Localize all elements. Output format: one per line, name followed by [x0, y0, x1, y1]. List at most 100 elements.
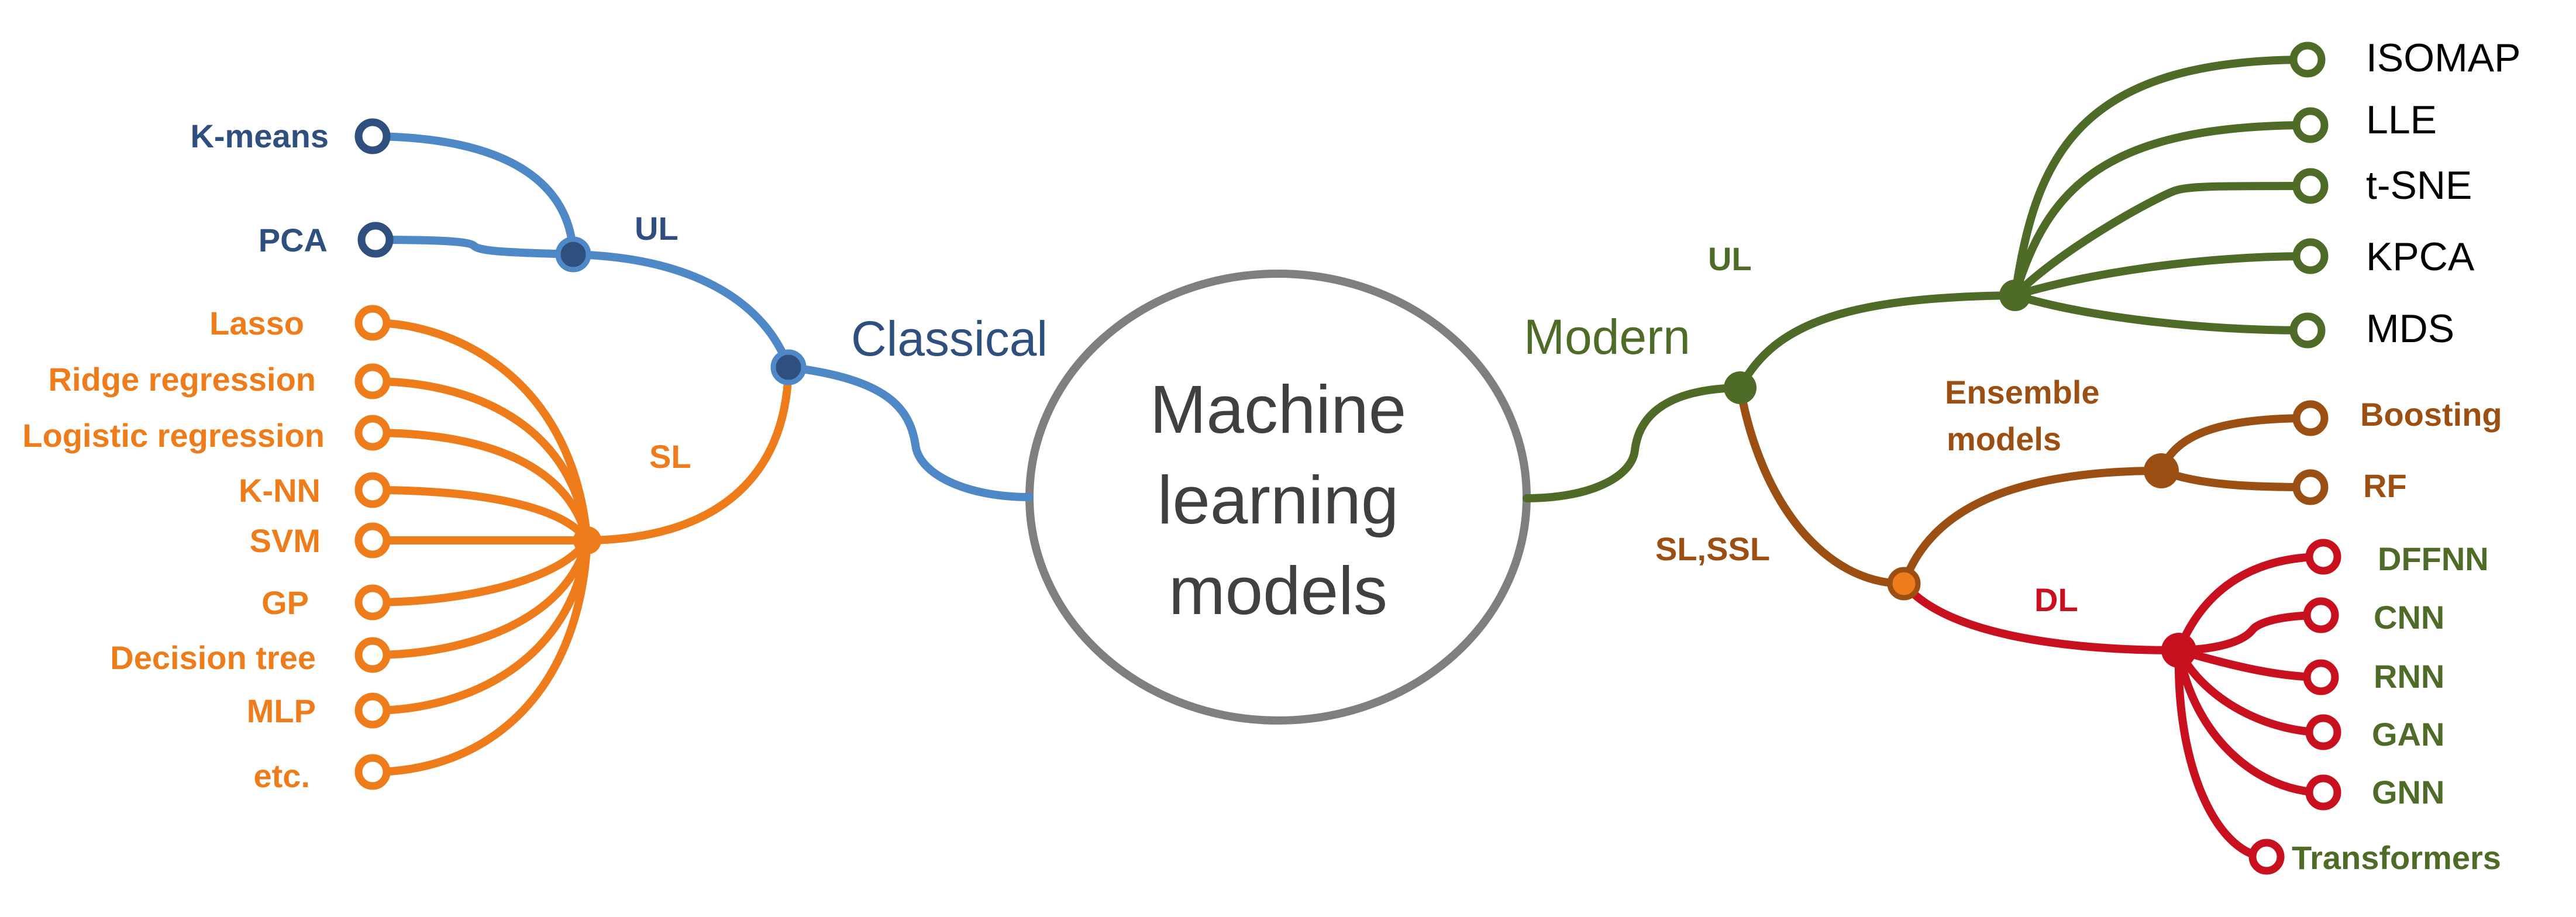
gnn-edge — [2175, 646, 2327, 797]
mlp-node — [354, 692, 391, 729]
modern-ul-leaf-nodes — [2289, 42, 2329, 349]
modern-branch — [1523, 56, 2327, 861]
rf-label: RF — [2363, 467, 2407, 504]
gan-node — [2305, 714, 2341, 750]
classical-branch — [369, 132, 1034, 776]
dffnn-edge — [2175, 553, 2327, 654]
slssl-dl-edge — [1900, 580, 2183, 654]
transformers-label: Transformers — [2292, 839, 2501, 876]
transformers-edge — [2174, 646, 2271, 861]
dl-leaf-nodes — [2248, 539, 2341, 875]
logistic-node — [354, 415, 391, 451]
decision-tree-label: Decision tree — [110, 639, 316, 676]
logistic-edge — [369, 429, 591, 544]
pca-label: PCA — [259, 222, 328, 258]
pca-node — [357, 222, 394, 258]
ridge-node — [354, 363, 391, 399]
kmeans-label: K-means — [190, 118, 329, 154]
gan-label: GAN — [2372, 716, 2444, 753]
kpca-node — [2292, 238, 2329, 274]
lle-node — [2292, 107, 2329, 143]
svm-node — [354, 522, 391, 559]
classical-sl-leaf-nodes — [354, 305, 391, 790]
modern-trunk — [1523, 384, 1744, 502]
lle-label: LLE — [2366, 98, 2437, 142]
ridge-edge — [369, 377, 591, 544]
etc-edge — [369, 536, 591, 776]
mlp-label: MLP — [247, 692, 316, 729]
mds-edge — [2011, 291, 2312, 335]
rnn-label: RNN — [2374, 658, 2444, 695]
rf-edge — [2157, 467, 2315, 491]
mds-node — [2289, 312, 2326, 349]
cnn-label: CNN — [2374, 599, 2444, 636]
classical-ul-hub-node — [555, 236, 591, 273]
kpca-label: KPCA — [2366, 235, 2475, 279]
classical-title: Classical — [851, 311, 1048, 366]
isomap-edge — [2011, 56, 2312, 299]
knn-edge — [369, 486, 591, 544]
kpca-edge — [2011, 252, 2315, 299]
ensemble-hub-node — [2144, 453, 2179, 488]
decision-tree-node — [354, 637, 391, 673]
ensemble-label-line2: models — [1947, 420, 2061, 457]
modern-hub-node — [1724, 371, 1757, 404]
pca-edge — [371, 236, 577, 258]
rnn-edge — [2175, 646, 2325, 681]
ensemble-label-line1: Ensemble — [1945, 374, 2100, 411]
modern-ul-label: UL — [1708, 240, 1752, 277]
dffnn-label: DFFNN — [2378, 540, 2489, 577]
classical-hub-node — [770, 349, 807, 385]
gnn-label: GNN — [2372, 774, 2444, 811]
classical-sl-hub-node — [573, 526, 601, 554]
decision-tree-edge — [369, 536, 591, 659]
classical-sl-label: SL — [649, 438, 691, 475]
rf-node — [2292, 469, 2329, 505]
lasso-node — [354, 305, 391, 341]
center-line-1: Machine — [1150, 371, 1406, 447]
center-line-2: learning — [1158, 462, 1399, 538]
mlp-edge — [369, 536, 591, 715]
mds-label: MDS — [2366, 306, 2454, 351]
boosting-node — [2292, 400, 2329, 436]
center-line-3: models — [1169, 553, 1387, 629]
gp-node — [354, 584, 391, 620]
modern-title: Modern — [1524, 309, 1690, 364]
lasso-edge — [369, 319, 591, 544]
modern-slssl-edge — [1736, 384, 1908, 588]
gnn-node — [2305, 774, 2341, 811]
classical-trunk — [784, 363, 1034, 501]
rnn-node — [2303, 659, 2339, 695]
lasso-label: Lasso — [209, 305, 304, 342]
modern-ul-edge — [1736, 291, 2019, 392]
dl-label: DL — [2034, 581, 2078, 618]
svm-label: SVM — [250, 522, 321, 559]
isomap-label: ISOMAP — [2366, 36, 2521, 80]
gp-edge — [369, 536, 591, 606]
kmeans-node — [354, 118, 391, 154]
dffnn-node — [2305, 539, 2341, 575]
tsne-label: t-SNE — [2366, 163, 2472, 208]
classical-ul-edge — [569, 250, 793, 371]
slssl-hub-node — [1887, 567, 1921, 601]
cnn-edge — [2175, 611, 2325, 654]
tsne-node — [2292, 168, 2329, 204]
knn-label: K-NN — [239, 472, 321, 509]
logistic-label: Logistic regression — [22, 417, 325, 454]
isomap-node — [2289, 42, 2326, 78]
lle-edge — [2011, 121, 2315, 299]
cnn-node — [2303, 597, 2339, 633]
etc-node — [354, 754, 391, 790]
slssl-label: SL,SSL — [1655, 530, 1770, 567]
boosting-edge — [2157, 414, 2315, 475]
dl-hub-node — [2161, 633, 2196, 668]
classical-sl-edge — [583, 363, 793, 544]
kmeans-edge — [369, 132, 577, 258]
tsne-edge — [2011, 182, 2315, 299]
gp-label: GP — [261, 584, 309, 621]
transformers-node — [2248, 839, 2285, 875]
gan-edge — [2175, 646, 2327, 736]
etc-label: etc. — [254, 757, 311, 794]
modern-ul-hub-node — [1999, 280, 2031, 311]
